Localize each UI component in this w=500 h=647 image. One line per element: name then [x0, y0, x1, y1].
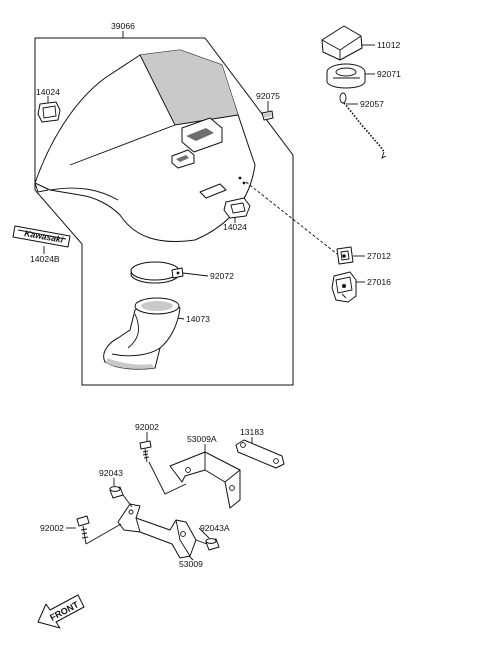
- callout-39066: 39066: [111, 21, 135, 31]
- duct-14073: [103, 297, 181, 370]
- callout-92075: 92075: [256, 91, 280, 101]
- callout-92071: 92071: [377, 69, 401, 79]
- callout-92002-top: 92002: [135, 422, 159, 432]
- callout-27012: 27012: [367, 251, 391, 261]
- spacer-92043: [109, 486, 124, 499]
- emblem-14024b: Kawasaki: [12, 225, 71, 248]
- callout-92002-left: 92002: [40, 523, 64, 533]
- callout-92072: 92072: [210, 271, 234, 281]
- callouts: 39066 11012 92071 92057 92075 14024 1402…: [30, 21, 401, 569]
- callout-92043: 92043: [99, 468, 123, 478]
- ring-nut-92071: [326, 63, 366, 89]
- bracket-53009: [117, 503, 197, 559]
- clamp-92072: [130, 261, 184, 284]
- bracket-27012: [336, 246, 354, 265]
- bolt-92002-top: [139, 440, 152, 463]
- leader-lines: [43, 31, 375, 561]
- callout-13183: 13183: [240, 427, 264, 437]
- callout-14073: 14073: [186, 314, 210, 324]
- callout-14024-top: 14024: [36, 87, 60, 97]
- latch-27016: [331, 271, 357, 303]
- spacer-92043a: [205, 538, 220, 551]
- callout-53009a: 53009A: [187, 434, 217, 444]
- front-arrow: FRONT: [37, 594, 85, 629]
- bracket-53009a: [169, 451, 241, 509]
- grommet-14024-right: [223, 197, 251, 219]
- assembly-outline: [34, 37, 294, 386]
- cap-11012: [321, 25, 363, 61]
- bolt-92002-left: [76, 515, 90, 545]
- callout-53009: 53009: [179, 559, 203, 569]
- cover-39066: [34, 49, 256, 243]
- grommet-14024-left: [37, 101, 61, 123]
- callout-92057: 92057: [360, 99, 384, 109]
- pin-92075: [261, 110, 274, 121]
- callout-14024-bottom: 14024: [223, 222, 247, 232]
- chain-92057: [339, 92, 387, 159]
- callout-11012: 11012: [377, 40, 400, 50]
- plate-13183: [235, 439, 285, 469]
- callout-27016: 27016: [367, 277, 391, 287]
- callout-92043a: 92043A: [200, 523, 230, 533]
- callout-14024b: 14024B: [30, 254, 60, 264]
